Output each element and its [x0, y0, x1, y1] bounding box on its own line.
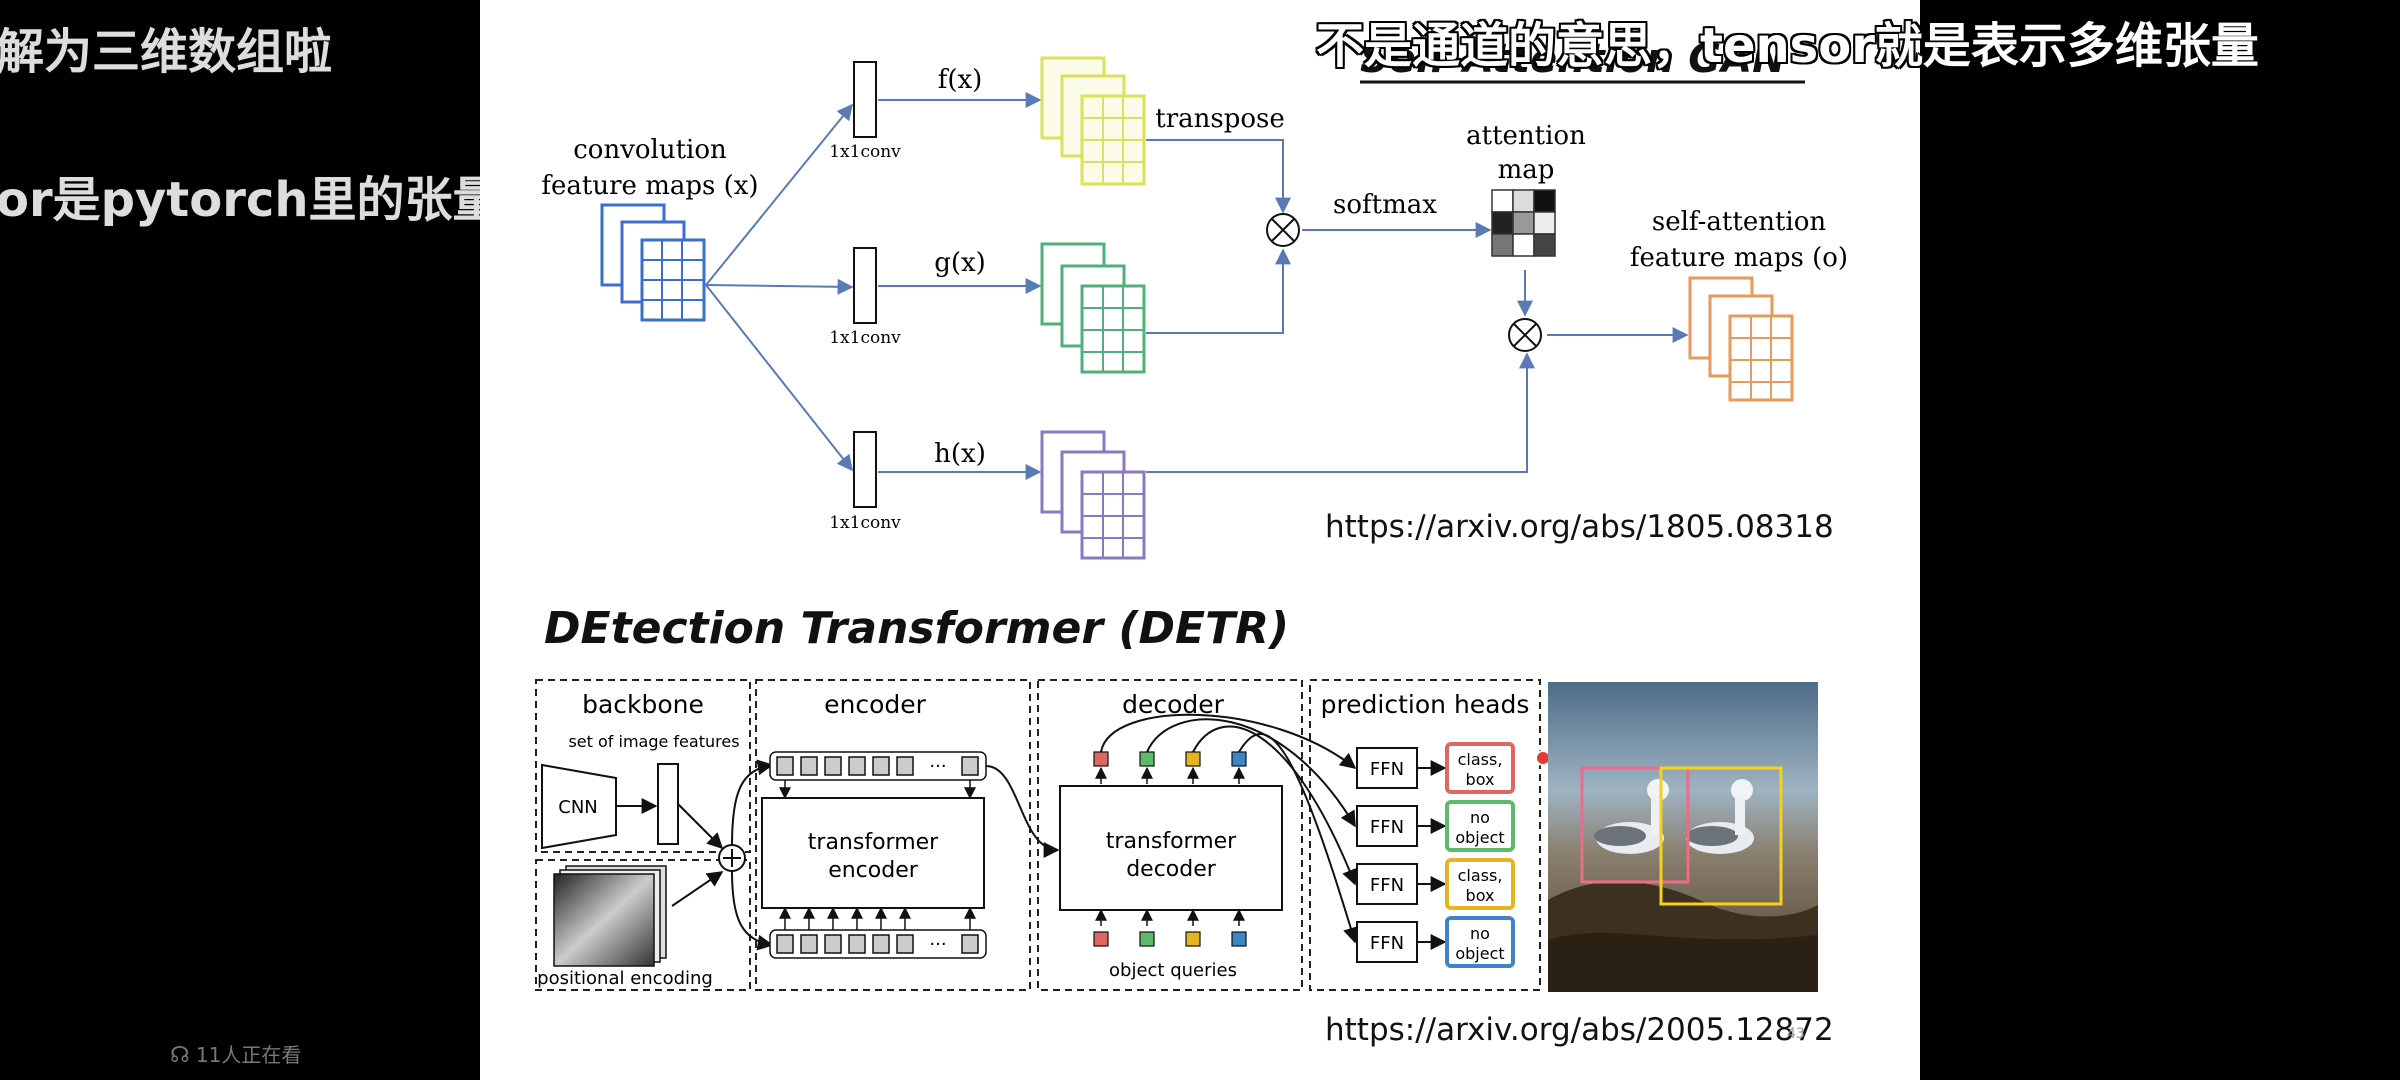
h-feature-maps: [1040, 430, 1146, 560]
conv-to-map-arrows: [878, 92, 1042, 480]
ffn-label-1: FFN: [1370, 759, 1404, 780]
ffn-label-4: FFN: [1370, 933, 1404, 954]
feature-bar: [657, 763, 679, 845]
svg-text:CNN: CNN: [558, 797, 598, 818]
encoder-top-tokens: [769, 751, 987, 781]
output-2-line2: object: [1455, 828, 1504, 847]
detection-photo: [1548, 682, 1818, 992]
ffn-blocks: [1356, 747, 1418, 963]
viewer-count: ☊ 11人正在看: [170, 1043, 302, 1068]
slide: Self-Attention GAN convolution feature m…: [480, 0, 1920, 1080]
input-label-1: convolution: [573, 135, 727, 165]
conv-label-g: 1x1conv: [829, 328, 901, 348]
sagan-url[interactable]: https://arxiv.org/abs/1805.08318: [1325, 509, 1834, 545]
detection-box-yellow: [1659, 766, 1783, 906]
encoder-box-line1: transformer: [808, 830, 939, 855]
positional-arrow: [671, 871, 724, 907]
detr-title: DEtection Transformer (DETR): [544, 603, 1289, 654]
positional-encoding-images: [553, 865, 667, 967]
h-label: h(x): [934, 439, 986, 469]
detr-url[interactable]: https://arxiv.org/abs/2005.12872: [1325, 1012, 1834, 1048]
decoder-top-queries: [1093, 751, 1247, 767]
plus-up-arrow: [731, 759, 774, 846]
decoder-box-line2: decoder: [1126, 857, 1217, 882]
output-feature-maps: [1688, 276, 1794, 402]
image-features-label: set of image features: [568, 732, 739, 751]
prediction-heads-label: prediction heads: [1321, 690, 1530, 719]
encoder-top-ellipsis: ···: [929, 756, 946, 777]
attention-label-2: map: [1498, 155, 1555, 185]
encoder-label: encoder: [824, 690, 927, 719]
output-label-1: self-attention: [1652, 207, 1826, 237]
ffn-label-3: FFN: [1370, 875, 1404, 896]
encoder-bottom-tokens: [769, 929, 987, 959]
detection-box-red: [1580, 766, 1690, 884]
viewers-icon: ☊: [170, 1043, 190, 1068]
feature-arrow: [677, 803, 724, 850]
decoder-to-ffn-arrows: [1100, 713, 1359, 944]
conv-label-h: 1x1conv: [829, 513, 901, 533]
output-4-line2: object: [1455, 944, 1504, 963]
input-feature-maps: [600, 203, 706, 322]
positional-label: positional encoding: [537, 968, 713, 989]
add-op: [718, 844, 746, 872]
cnn-block: CNN: [541, 763, 617, 850]
output-1-line1: class,: [1458, 750, 1503, 769]
laser-pointer-dot: [1535, 750, 1551, 766]
page-number: 43: [1787, 1026, 1805, 1042]
backbone-label: backbone: [582, 690, 704, 719]
f-label: f(x): [938, 65, 983, 95]
object-queries-label: object queries: [1109, 960, 1237, 981]
conv-bars: [853, 61, 877, 508]
fg-merge-lines: [1146, 139, 1689, 473]
encoder-box: [761, 797, 985, 909]
encoder-bottom-ellipsis: ···: [929, 934, 946, 955]
f-feature-maps: [1040, 56, 1146, 186]
encoder-box-line2: encoder: [828, 858, 919, 883]
decoder-box-line1: transformer: [1106, 829, 1237, 854]
attention-map: [1491, 189, 1556, 257]
decoder-label: decoder: [1122, 690, 1225, 719]
input-label-2: feature maps (x): [541, 171, 758, 201]
output-3-line1: class,: [1458, 866, 1503, 885]
softmax-label: softmax: [1333, 190, 1437, 220]
encoder-to-decoder-arrow: [985, 765, 1060, 858]
subtitle-left-line2: or是pytorch里的张量: [0, 172, 501, 228]
attention-label-1: attention: [1466, 121, 1586, 151]
output-label-2: feature maps (o): [1630, 243, 1848, 273]
input-branch-arrows: [705, 103, 854, 472]
output-3-line2: box: [1466, 886, 1495, 905]
output-1-line2: box: [1466, 770, 1495, 789]
ffn-label-2: FFN: [1370, 817, 1404, 838]
conv-label-f: 1x1conv: [829, 142, 901, 162]
subtitle-right: 不是通道的意思，tensor就是表示多维张量: [1316, 18, 2259, 74]
transpose-label: transpose: [1155, 104, 1285, 134]
plus-down-arrow: [731, 870, 774, 951]
g-feature-maps: [1040, 242, 1146, 374]
output-4-line1: no: [1470, 924, 1490, 943]
decoder-bottom-queries: [1093, 931, 1247, 947]
output-2-line1: no: [1470, 808, 1490, 827]
detr-frames: [535, 679, 1541, 991]
ffn-to-output-arrows: [1417, 760, 1447, 950]
multiply-op-1: [1266, 213, 1300, 247]
decoder-box: [1059, 785, 1283, 911]
output-boxes: [1445, 742, 1515, 968]
encoder-up-arrows: [779, 780, 976, 930]
subtitle-left-line1: 解为三维数组啦: [0, 24, 333, 80]
multiply-op-2: [1508, 318, 1542, 352]
decoder-up-arrows: [1095, 766, 1245, 926]
sagan-title: Self-Attention GAN: [1360, 36, 1786, 82]
g-label: g(x): [934, 248, 986, 278]
slide-canvas: Self-Attention GAN convolution feature m…: [535, 36, 1848, 1048]
